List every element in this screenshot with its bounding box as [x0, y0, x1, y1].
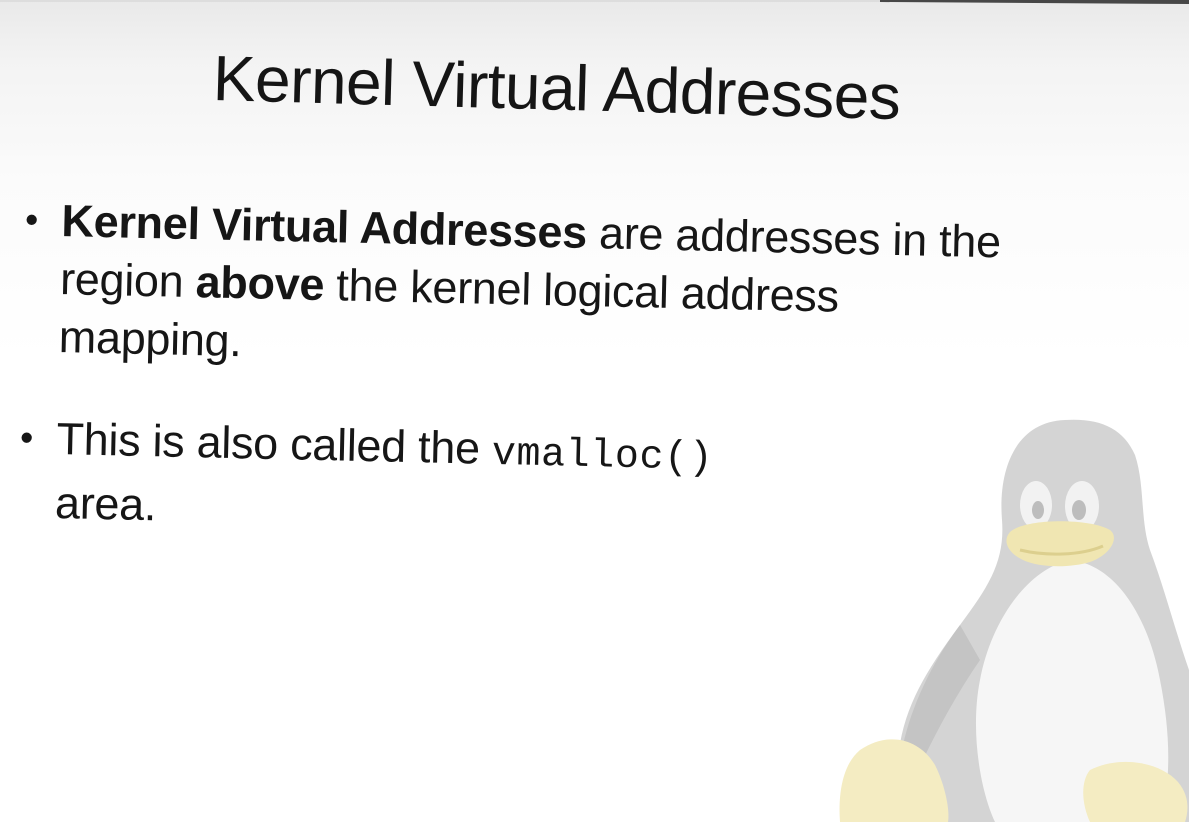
text-run: This is also called the	[56, 412, 493, 474]
top-edge-shadow	[0, 0, 1189, 4]
bullet-item: • Kernel Virtual Addresses are addresses…	[14, 191, 1164, 366]
code-snippet: vmalloc()	[491, 431, 714, 482]
bold-term: Kernel Virtual Addresses	[60, 195, 588, 258]
text-run: region	[59, 253, 197, 308]
bold-term: above	[195, 256, 325, 311]
bullet-text: Kernel Virtual Addresses are addresses i…	[58, 192, 1187, 391]
bullet-item: • This is also called the vmalloc() area…	[9, 409, 1159, 530]
bullet-marker: •	[19, 417, 34, 460]
bullet-text: This is also called the vmalloc() area.	[54, 410, 1181, 557]
tux-penguin-icon	[839, 419, 1189, 822]
text-run: the kernel logical address	[323, 259, 840, 322]
bullet-marker: •	[24, 199, 39, 242]
text-run: are addresses in the	[586, 206, 1002, 268]
